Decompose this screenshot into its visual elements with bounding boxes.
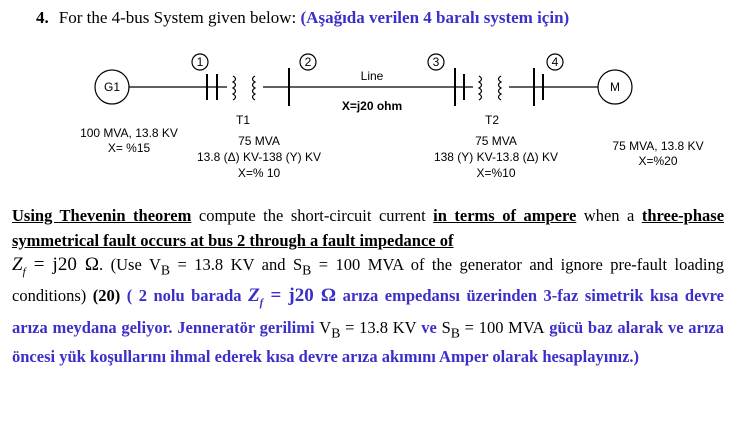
- fault-phrase: three-phase symmetrical fault occurs at …: [12, 206, 725, 250]
- thevenin-phrase: Using Thevenin theorem: [12, 206, 192, 225]
- tr-v-sub: B: [331, 324, 341, 340]
- motor-rating: 75 MVA, 13.8 KV: [612, 139, 703, 153]
- bus-4-number: 4: [552, 55, 559, 69]
- t1-rating: 75 MVA: [238, 134, 280, 148]
- question-number: 4.: [36, 8, 49, 27]
- t2-primary-coil: [477, 75, 483, 101]
- vb-subscript: B: [160, 262, 171, 278]
- math-z: Z: [248, 285, 260, 307]
- tr-v-val: = 13.8 KV: [340, 317, 417, 337]
- motor-label: M: [610, 80, 620, 94]
- bus-1-marker: [191, 53, 209, 71]
- tr-s-sub: B: [450, 324, 460, 340]
- tr-text: ( 2 nolu barada: [120, 286, 249, 306]
- tr-s: S: [441, 317, 451, 337]
- bus-3-number: 3: [433, 55, 440, 69]
- tr-fault-impedance-formula: Zf = j20 Ω: [248, 285, 337, 310]
- t1-voltage: 13.8 (Δ) KV-138 (Y) KV: [197, 150, 321, 164]
- bus-2-marker: [299, 53, 317, 71]
- points-value: (20): [92, 286, 121, 306]
- body-text: = 100 MVA of the generator and ignore pr…: [12, 255, 724, 306]
- ampere-phrase: in terms of ampere: [433, 206, 577, 225]
- t2-reactance: X=%10: [476, 166, 515, 180]
- body-text: compute the short-circuit current: [191, 206, 434, 225]
- math-value: = j20: [263, 285, 321, 307]
- line-name: Line: [361, 69, 384, 83]
- question-text-tr: (Aşağıda verilen 4 baralı system için): [300, 8, 570, 27]
- fault-impedance-formula: Zf = j20 Ω: [12, 254, 100, 278]
- motor-reactance: X=%20: [638, 154, 677, 168]
- math-z: Z: [12, 254, 23, 275]
- body-text: when a: [576, 206, 642, 225]
- t1-reactance: X=% 10: [238, 166, 281, 180]
- generator-rating: 100 MVA, 13.8 KV: [80, 126, 178, 140]
- bus-4-marker: [546, 53, 564, 71]
- line-impedance: X=j20 ohm: [342, 99, 402, 113]
- body-text: = 13.8 KV and S: [170, 255, 303, 274]
- generator-label: G1: [104, 80, 120, 94]
- problem-statement: Using Thevenin theorem compute the short…: [12, 204, 724, 370]
- body-text: . (Use V: [99, 255, 161, 274]
- math-value: = j20: [25, 254, 85, 275]
- turkish-text: ( 2 nolu barada Zf = j20 Ω arıza empedan…: [12, 285, 725, 367]
- question-title: 4. For the 4-bus System given below: (Aşa…: [36, 8, 569, 28]
- math-sub-f: f: [259, 297, 264, 310]
- tr-text: gücü baz alarak ve arıza öncesi yük koşu…: [12, 317, 724, 367]
- tr-text: arıza empedansı üzerinden 3-faz simetrik…: [12, 286, 725, 337]
- t2-voltage: 138 (Y) KV-13.8 (Δ) KV: [434, 150, 558, 164]
- t2-rating: 75 MVA: [475, 134, 517, 148]
- bus-3-marker: [427, 53, 445, 71]
- tr-v: V: [319, 317, 332, 337]
- ohm-symbol: Ω: [320, 285, 337, 307]
- ohm-symbol: Ω: [84, 254, 100, 275]
- t2-name: T2: [485, 113, 499, 127]
- bus-2-number: 2: [305, 55, 312, 69]
- tr-sb: SB = 100 MVA: [441, 317, 545, 340]
- t1-primary-coil: [231, 75, 237, 101]
- math-sub-f: f: [22, 265, 26, 278]
- t2-secondary-coil: [497, 75, 503, 101]
- tr-s-val: = 100 MVA: [459, 317, 545, 337]
- t1-secondary-coil: [251, 75, 257, 101]
- single-line-diagram: 1 2 3 4 G1 M Line X=j20 ohm T1 T2 100 MV…: [80, 53, 704, 180]
- motor-symbol: [597, 69, 633, 105]
- generator-reactance: X= %15: [108, 141, 151, 155]
- sb-subscript: B: [302, 262, 312, 278]
- bus-1-number: 1: [197, 55, 204, 69]
- tr-vb: VB = 13.8 KV: [319, 317, 417, 340]
- t1-name: T1: [236, 113, 250, 127]
- tr-text: ve: [416, 317, 442, 337]
- question-text-en: For the 4-bus System given below:: [58, 8, 297, 27]
